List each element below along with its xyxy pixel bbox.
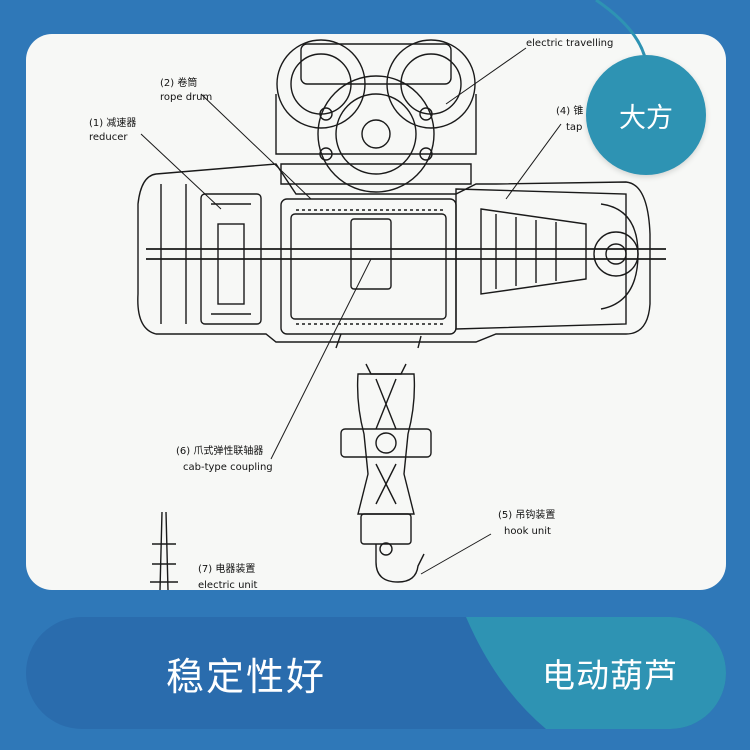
label-rope-drum-cn: (2) 卷筒	[160, 78, 198, 89]
product-name: 电动葫芦	[542, 656, 678, 695]
hoist-body	[137, 163, 666, 349]
banner-accent-shape	[466, 617, 726, 729]
electric-hoist-diagram	[137, 39, 666, 590]
label-coupling-en: cab-type coupling	[183, 462, 273, 473]
label-electric-cn: (7) 电器装置	[198, 564, 256, 575]
label-reducer-cn: (1) 减速器	[89, 118, 137, 129]
bottom-banner: 稳定性好 电动葫芦	[26, 617, 726, 729]
label-hook-cn: (5) 吊钩装置	[498, 510, 556, 521]
slogan-text: 稳定性好	[166, 654, 327, 699]
trolley-wheels	[275, 39, 477, 193]
tag-badge: 大方	[586, 55, 706, 175]
label-electric-travelling-en: electric travelling	[526, 38, 614, 49]
label-motor-cn: (4) 锥	[556, 106, 584, 117]
label-rope-drum-en: rope drum	[160, 92, 213, 103]
label-coupling-cn: (6) 爪式弹性联轴器	[176, 446, 264, 457]
label-motor-en: tap	[566, 122, 583, 133]
electric-unit	[150, 511, 178, 590]
label-reducer-en: reducer	[89, 132, 128, 143]
leader-lines	[140, 47, 562, 575]
label-hook-en: hook unit	[504, 526, 551, 537]
label-electric-en: electric unit	[198, 580, 258, 590]
hook-assembly	[340, 363, 432, 583]
